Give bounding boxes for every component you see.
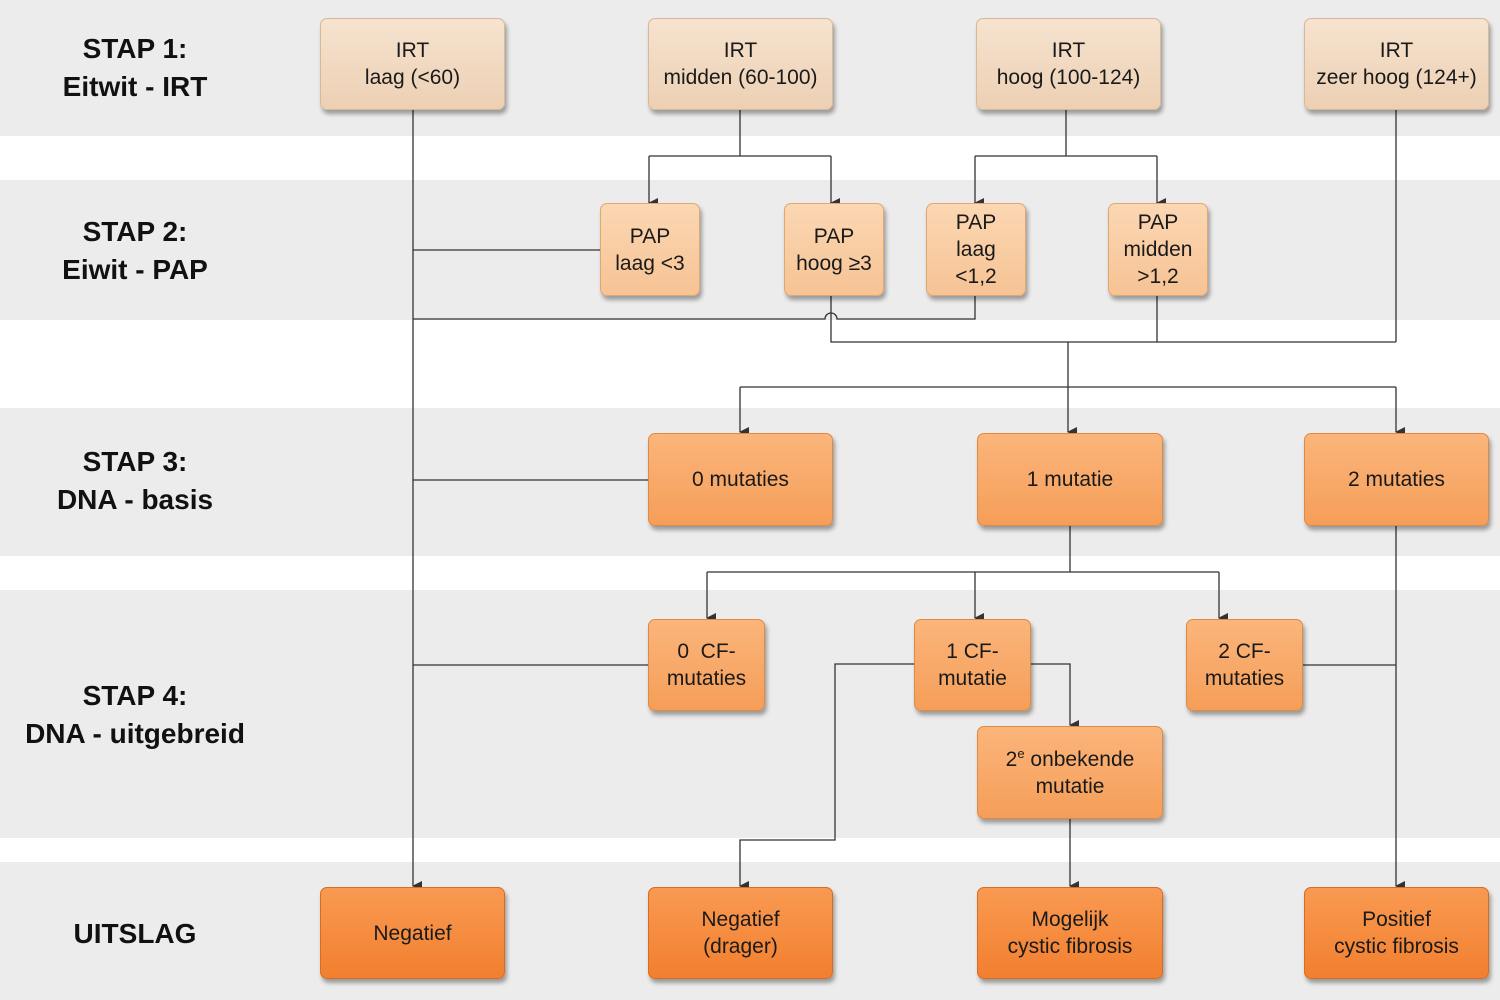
step-label-stap2-line1: STAP 2:: [82, 216, 188, 247]
node-negatief-drager-line1: Negatief: [701, 908, 780, 931]
node-0-cf-mutaties: 0 CF- mutaties: [648, 619, 765, 711]
step-label-stap2-line2: Eiwit - PAP: [62, 254, 208, 285]
node-2-cf-mutaties: 2 CF- mutaties: [1186, 619, 1303, 711]
connector-pap-hoog3-down: [830, 296, 1396, 343]
node-pap-laag-1-2-line1: PAP: [955, 211, 997, 234]
step-label-stap3-line1: STAP 3:: [82, 446, 188, 477]
node-pap-hoog-3-line2: hoog ≥3: [796, 251, 872, 275]
node-negatief: Negatief: [320, 887, 505, 979]
node-1-mutatie-label: 1 mutatie: [1026, 468, 1114, 491]
node-irt-laag-line2: laag (<60): [364, 66, 461, 89]
connector-cf1-to-onbekend: [1031, 663, 1079, 730]
step-label-uitslag-line1: UITSLAG: [73, 918, 197, 949]
connector-irt-midden: [649, 110, 831, 157]
node-negatief-line1: Negatief: [373, 921, 452, 945]
node-pap-midden-1-2-line3: >1,2: [1137, 265, 1179, 288]
node-irt-laag-line1: IRT: [395, 39, 430, 62]
node-positief-cf: Positief cystic fibrosis: [1304, 887, 1489, 979]
step-label-stap4-line1: STAP 4:: [82, 680, 188, 711]
step-label-stap3: STAP 3: DNA - basis: [0, 443, 270, 519]
node-2e-sup: e: [1017, 745, 1025, 761]
node-1-cf-mutatie-line1: 1 CF-: [946, 640, 999, 663]
node-1-cf-mutatie: 1 CF- mutatie: [914, 619, 1031, 711]
node-irt-laag: IRT laag (<60): [320, 18, 505, 110]
node-2-mutaties: 2 mutaties: [1304, 433, 1489, 526]
node-irt-hoog: IRT hoog (100-124): [976, 18, 1161, 110]
node-2e-onbekende-mutatie-line2: mutatie: [1035, 774, 1105, 798]
node-2-cf-mutaties-line2: mutaties: [1204, 667, 1285, 690]
step-label-stap1: STAP 1: Eitwit - IRT: [0, 30, 270, 106]
node-2e-onbekende-mutatie: 2e onbekende mutatie: [977, 726, 1163, 819]
node-1-cf-mutatie-line2: mutatie: [938, 667, 1007, 690]
connector-pap-laag12-to-trunk: [413, 296, 976, 320]
node-irt-zeer-hoog-line1: IRT: [1379, 39, 1414, 62]
node-pap-laag-1-2-line2: laag: [956, 238, 996, 261]
node-pap-laag-3-line1: PAP: [629, 224, 671, 248]
connector-m1-split: [707, 526, 1219, 573]
band-stap2: [0, 180, 1500, 320]
node-irt-hoog-line1: IRT: [1051, 39, 1086, 62]
node-irt-zeer-hoog-line2: zeer hoog (124+): [1316, 66, 1477, 89]
node-pap-hoog-3-line1: PAP: [813, 224, 855, 248]
node-2-mutaties-label: 2 mutaties: [1348, 468, 1445, 491]
node-irt-midden-line1: IRT: [723, 39, 758, 62]
node-2e-num: 2: [1005, 747, 1018, 771]
node-negatief-drager: Negatief (drager): [648, 887, 833, 979]
node-positief-cf-line2: cystic fibrosis: [1334, 935, 1459, 958]
node-pap-midden-1-2: PAP midden >1,2: [1108, 203, 1208, 296]
node-pap-laag-1-2-line3: <1,2: [955, 265, 997, 288]
step-label-stap4-line2: DNA - uitgebreid: [25, 718, 245, 749]
node-negatief-drager-line2: (drager): [703, 935, 778, 958]
node-pap-laag-3-line2: laag <3: [615, 251, 685, 275]
connector-cf1-to-drager: [739, 663, 914, 891]
node-0-mutaties-label: 0 mutaties: [692, 468, 789, 491]
connector-merge-down: [740, 342, 1396, 388]
node-pap-hoog-3: PAP hoog ≥3: [784, 203, 884, 296]
node-mogelijk-cf-line2: cystic fibrosis: [1007, 935, 1133, 958]
node-irt-midden: IRT midden (60-100): [648, 18, 833, 110]
node-0-cf-mutaties-line1: 0 CF-: [677, 640, 736, 663]
step-label-stap1-line1: STAP 1:: [82, 33, 188, 64]
node-irt-zeer-hoog: IRT zeer hoog (124+): [1304, 18, 1489, 110]
node-mogelijk-cf-line1: Mogelijk: [1031, 908, 1109, 931]
node-2e-onbekende-mutatie-line1: 2e onbekende: [1006, 746, 1135, 773]
node-1-mutatie: 1 mutatie: [977, 433, 1163, 526]
node-mogelijk-cf: Mogelijk cystic fibrosis: [977, 887, 1163, 979]
node-0-cf-mutaties-line2: mutaties: [666, 667, 747, 690]
step-label-stap2: STAP 2: Eiwit - PAP: [0, 213, 270, 289]
step-label-stap3-line2: DNA - basis: [56, 484, 214, 515]
step-label-stap1-line2: Eitwit - IRT: [62, 71, 208, 102]
node-2-cf-mutaties-line1: 2 CF-: [1218, 640, 1271, 663]
node-irt-midden-line2: midden (60-100): [663, 66, 818, 89]
node-irt-hoog-line2: hoog (100-124): [996, 66, 1141, 89]
node-pap-laag-3: PAP laag <3: [600, 203, 700, 296]
node-pap-midden-1-2-line2: midden: [1123, 238, 1193, 261]
node-2e-rest: onbekende: [1024, 747, 1135, 771]
step-label-uitslag: UITSLAG: [0, 915, 270, 953]
node-positief-cf-line1: Positief: [1362, 908, 1431, 931]
node-0-mutaties: 0 mutaties: [648, 433, 833, 526]
step-label-stap4: STAP 4: DNA - uitgebreid: [0, 677, 270, 753]
node-pap-midden-1-2-line1: PAP: [1137, 211, 1179, 234]
connector-irt-hoog: [975, 110, 1157, 157]
node-pap-laag-1-2: PAP laag <1,2: [926, 203, 1026, 296]
